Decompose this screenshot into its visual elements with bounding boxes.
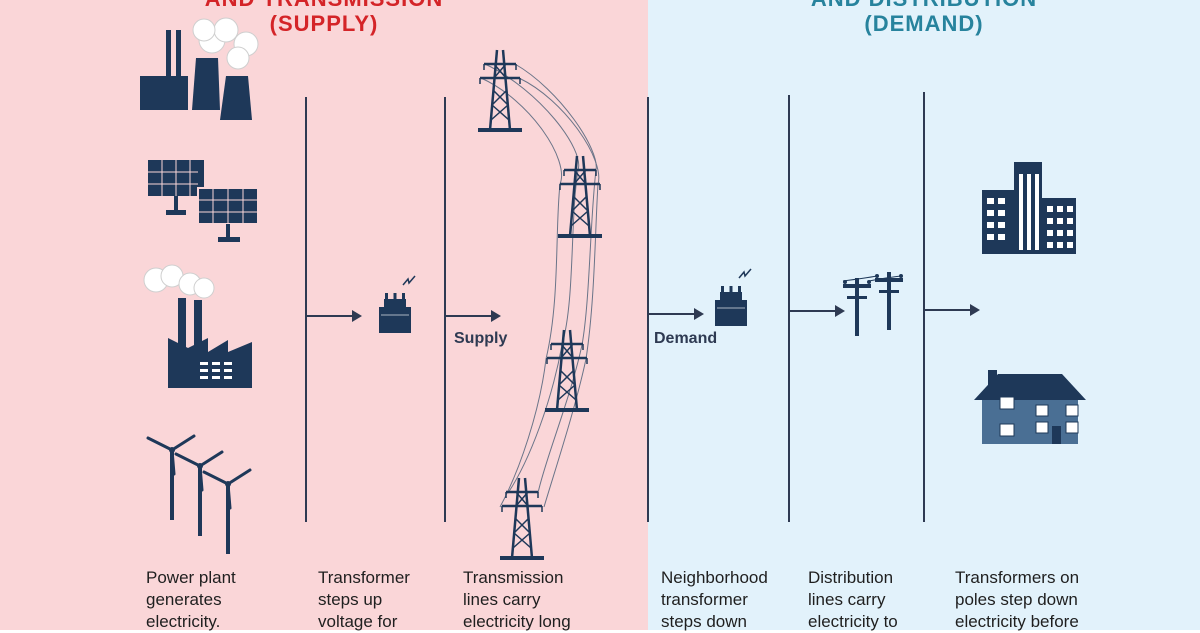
demand-heading-line1: AND DISTRIBUTION <box>648 0 1200 11</box>
house-icon <box>974 370 1086 444</box>
transmission-wires <box>480 63 600 508</box>
demand-flow-label: Demand <box>654 330 718 347</box>
caption-distribution-lines: Distribution lines carry electricity to <box>808 568 898 631</box>
solar-panel-icon <box>148 160 259 242</box>
demand-heading: AND DISTRIBUTION (DEMAND) <box>648 0 1200 36</box>
supply-heading-line2: (SUPPLY) <box>269 11 379 36</box>
supply-heading-line1: AND TRANSMISSION <box>0 0 648 11</box>
caption-step-up-transformer: Transformer steps up voltage for <box>318 568 410 631</box>
supply-flow-label: Supply <box>454 330 508 347</box>
caption-power-plant: Power plant generates electricity. <box>146 568 236 631</box>
power-plant-icon <box>140 17 259 120</box>
caption-transmission-lines: Transmission lines carry electricity lon… <box>463 568 571 631</box>
caption-neighborhood-transformer: Neighborhood transformer steps down <box>661 568 768 631</box>
supply-heading: AND TRANSMISSION (SUPPLY) <box>0 0 648 36</box>
caption-pole-transformers: Transformers on poles step down electric… <box>955 568 1080 631</box>
office-building-icon <box>982 162 1076 254</box>
factory-icon <box>143 264 252 388</box>
demand-heading-line2: (DEMAND) <box>864 11 984 36</box>
utility-pole-icon <box>842 272 903 336</box>
